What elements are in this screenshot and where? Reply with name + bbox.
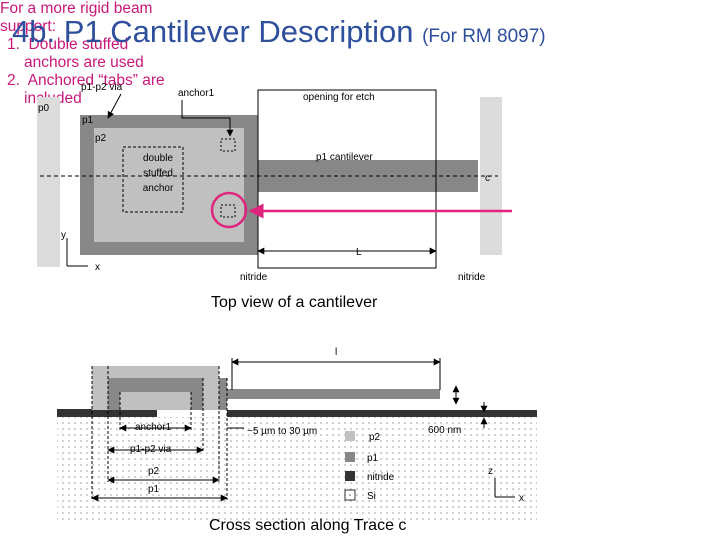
legend-label-si: Si	[367, 491, 376, 502]
legend-swatch-nitride	[345, 471, 355, 481]
title-sub: (For RM 8097)	[422, 26, 546, 47]
xs-p1-wall-left	[108, 378, 120, 410]
legend-label-nitride: nitride	[367, 472, 395, 483]
label-p2: p2	[95, 133, 107, 144]
highlight-circle	[210, 191, 248, 229]
xs-p2-layer	[92, 366, 219, 378]
label-L: L	[356, 247, 362, 258]
label-x: x	[95, 262, 100, 273]
etch-opening-outline	[257, 89, 437, 269]
xs-p1-wall-right	[191, 378, 203, 410]
label-nitride-left: nitride	[240, 272, 268, 283]
label-p0: p0	[38, 103, 50, 114]
xs-anchor-slope	[108, 378, 203, 392]
p0-strip	[37, 97, 60, 267]
label-cantilever: p1 cantilever	[316, 152, 373, 163]
via-leader	[107, 93, 122, 119]
top-view	[37, 89, 512, 269]
xs-beam-root	[219, 378, 227, 410]
xs-cantilever-beam	[219, 389, 440, 399]
label-double-stuffed: double stuffed anchor	[142, 153, 174, 194]
label-nitride-right: nitride	[458, 272, 486, 283]
xs-anchor-fill	[120, 392, 191, 410]
label-opening: opening for etch	[303, 92, 375, 103]
silicon-substrate	[57, 417, 537, 520]
title-main: 4b. P1 Cantilever Description	[12, 14, 414, 49]
cross-section	[57, 358, 537, 520]
label-y: y	[61, 230, 66, 241]
anchor-tab-lower	[220, 204, 236, 218]
slide-title: 4b. P1 Cantilever Description (For RM 80…	[12, 14, 546, 50]
label-xs-via: p1-p2 via	[130, 444, 172, 455]
label-z: z	[488, 466, 493, 477]
label-range: ~5 µm to 30 µm	[247, 426, 318, 437]
nitride-layer-right	[227, 410, 537, 417]
label-anchor: anchor1	[178, 88, 215, 99]
label-xs-p1: p1	[148, 484, 160, 495]
label-l: l	[335, 347, 338, 358]
legend-swatch-p2	[345, 431, 355, 441]
anchor-tab-upper	[220, 138, 236, 152]
top-view-caption: Top view of a cantilever	[211, 294, 378, 311]
anchor-leader	[181, 100, 234, 137]
legend-label-p1: p1	[367, 453, 379, 464]
label-p1: p1	[82, 115, 94, 126]
label-thickness: 600 nm	[428, 425, 462, 436]
label-c: c	[485, 173, 490, 184]
cross-section-caption: Cross section along Trace c	[209, 517, 407, 534]
legend-label-p2: p2	[369, 432, 381, 443]
label-xs-p2: p2	[148, 466, 160, 477]
label-xs-anchor: anchor1	[135, 422, 172, 433]
label-xs-x: x	[519, 493, 524, 504]
legend-swatch-p1	[345, 452, 355, 462]
double-stuffed-anchor-outline	[122, 146, 184, 213]
nitride-layer-left	[57, 410, 157, 417]
label-via: p1-p2 via	[81, 82, 123, 93]
